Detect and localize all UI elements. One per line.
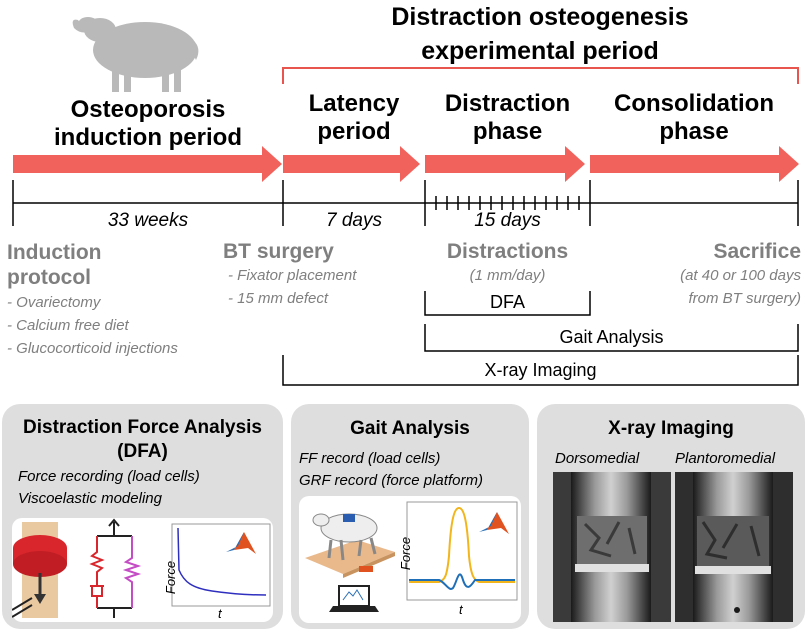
matlab-icon bbox=[226, 532, 256, 554]
gait-panel: Gait Analysis FF record (load cells) GRF… bbox=[291, 404, 529, 629]
gait-panel-line: FF record (load cells) bbox=[299, 450, 441, 467]
bone-fixator-icon bbox=[12, 522, 67, 618]
induction-item: - Ovariectomy bbox=[7, 294, 101, 311]
dfa-illustration: Force t bbox=[12, 518, 273, 622]
induction-item: - Glucocorticoid injections bbox=[7, 340, 178, 357]
xray-view-label: Plantoromedial bbox=[675, 450, 776, 467]
dfa-panel-title: Distraction Force Analysis (DFA) bbox=[23, 417, 262, 462]
duration-latency: 7 days bbox=[326, 210, 382, 231]
distraction-phase-label: Distraction phase bbox=[444, 90, 571, 145]
laptop-icon bbox=[329, 585, 379, 612]
xray-view-label: Dorsomedial bbox=[555, 450, 640, 467]
induction-item: - Calcium free diet bbox=[7, 317, 129, 334]
dfa-force-plot bbox=[171, 523, 271, 607]
bt-item: - Fixator placement bbox=[228, 267, 357, 284]
gait-force-plot bbox=[406, 501, 518, 601]
consolidation-phase-label: Consolidation phase bbox=[614, 90, 774, 145]
gait-panel-line: GRF record (force platform) bbox=[299, 472, 483, 489]
dfa-plot-ylabel: Force bbox=[163, 560, 179, 595]
sacrifice-note: from BT surgery) bbox=[688, 290, 801, 307]
gait-illustration: Force t bbox=[299, 496, 521, 623]
sacrifice-title: Sacrifice bbox=[713, 240, 801, 263]
bt-surgery-title: BT surgery bbox=[223, 240, 334, 263]
induction-protocol-title: Induction protocol bbox=[7, 241, 102, 289]
gait-plot-xlabel: t bbox=[459, 602, 463, 617]
gait-bracket-label: Gait Analysis bbox=[559, 327, 664, 347]
dfa-panel-line: Force recording (load cells) bbox=[18, 468, 200, 485]
sheep-walking-icon bbox=[305, 513, 395, 578]
osteoporosis-period-label: Osteoporosis induction period bbox=[54, 96, 242, 151]
distractions-note: (1 mm/day) bbox=[469, 267, 546, 284]
dfa-bracket-label: DFA bbox=[489, 292, 525, 312]
matlab-icon bbox=[479, 512, 509, 534]
xray-bracket-label: X-ray Imaging bbox=[484, 360, 597, 380]
latency-period-label: Latency period bbox=[308, 90, 400, 145]
bt-item: - 15 mm defect bbox=[228, 290, 329, 307]
xray-panel-title: X-ray Imaging bbox=[608, 418, 734, 439]
spring-damper-icon bbox=[89, 518, 142, 618]
gait-plot-ylabel: Force bbox=[398, 536, 414, 571]
dfa-plot-xlabel: t bbox=[218, 606, 222, 621]
dfa-panel: Distraction Force Analysis (DFA) Force r… bbox=[2, 404, 283, 629]
xray-images bbox=[553, 472, 793, 622]
dfa-panel-line: Viscoelastic modeling bbox=[18, 490, 162, 507]
distractions-title: Distractions bbox=[446, 240, 569, 263]
duration-distraction: 15 days bbox=[474, 210, 541, 231]
duration-osteoporosis: 33 weeks bbox=[107, 210, 189, 231]
gait-panel-title: Gait Analysis bbox=[350, 418, 470, 439]
sacrifice-note: (at 40 or 100 days bbox=[680, 267, 801, 284]
xray-panel: X-ray Imaging Dorsomedial Plantoromedial bbox=[537, 404, 805, 629]
experimental-period-title: Distraction osteogenesis experimental pe… bbox=[391, 3, 689, 65]
